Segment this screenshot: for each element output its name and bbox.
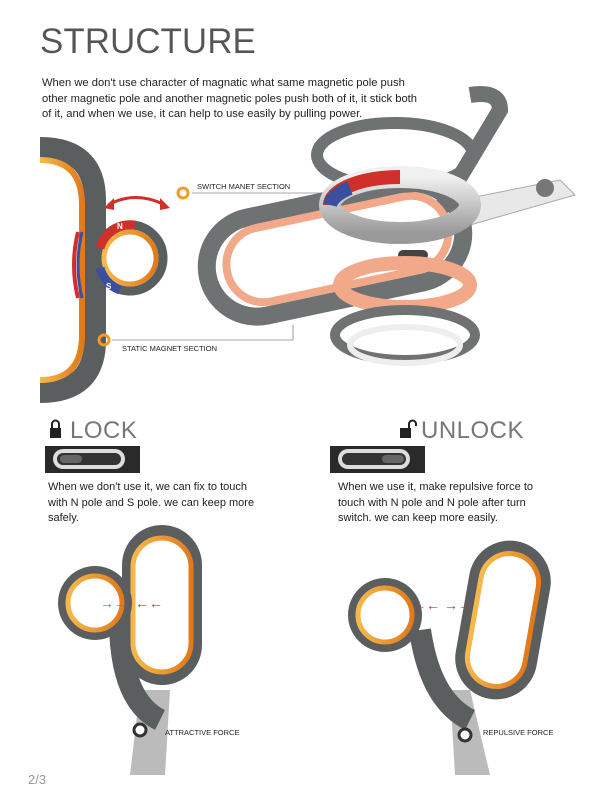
lock-description: When we don't use it, we can fix to touc… — [48, 481, 255, 524]
svg-text:←←: ←← — [412, 597, 440, 613]
n-pole-label: N — [117, 222, 123, 231]
static-handle-illustration — [39, 137, 106, 403]
attractive-force-label: ATTRACTIVE FORCE — [165, 728, 240, 737]
unlock-description: When we use it, make repulsive force to … — [338, 481, 534, 524]
unlock-heading: UNLOCK — [421, 417, 525, 444]
svg-text:←←: ←← — [135, 595, 163, 611]
page-number: 2/3 — [28, 772, 47, 787]
static-section-label: STATIC MAGNET SECTION — [122, 344, 218, 353]
lock-icon — [50, 419, 61, 438]
lock-scissors-illustration: →→ ←← — [58, 525, 202, 775]
unlock-scissors-illustration: ←← →→ — [348, 540, 551, 775]
page-title: STRUCTURE — [40, 22, 256, 61]
switch-marker-icon — [176, 186, 190, 200]
switch-ring-illustration — [92, 196, 170, 296]
intro-paragraph: When we don't use character of magnatic … — [42, 77, 418, 120]
lock-heading: LOCK — [70, 417, 138, 444]
unlock-icon — [400, 419, 417, 438]
repulsive-force-label: REPULSIVE FORCE — [483, 728, 554, 737]
lock-switch-image — [45, 446, 140, 473]
svg-text:→→: →→ — [444, 597, 472, 613]
switch-section-label: SWITCH MANET SECTION — [197, 182, 291, 191]
s-pole-label: S — [106, 282, 112, 291]
exploded-scissors-illustration — [197, 86, 576, 366]
static-marker-icon — [97, 333, 111, 347]
unlock-switch-image — [330, 446, 425, 473]
svg-text:→→: →→ — [100, 595, 128, 611]
